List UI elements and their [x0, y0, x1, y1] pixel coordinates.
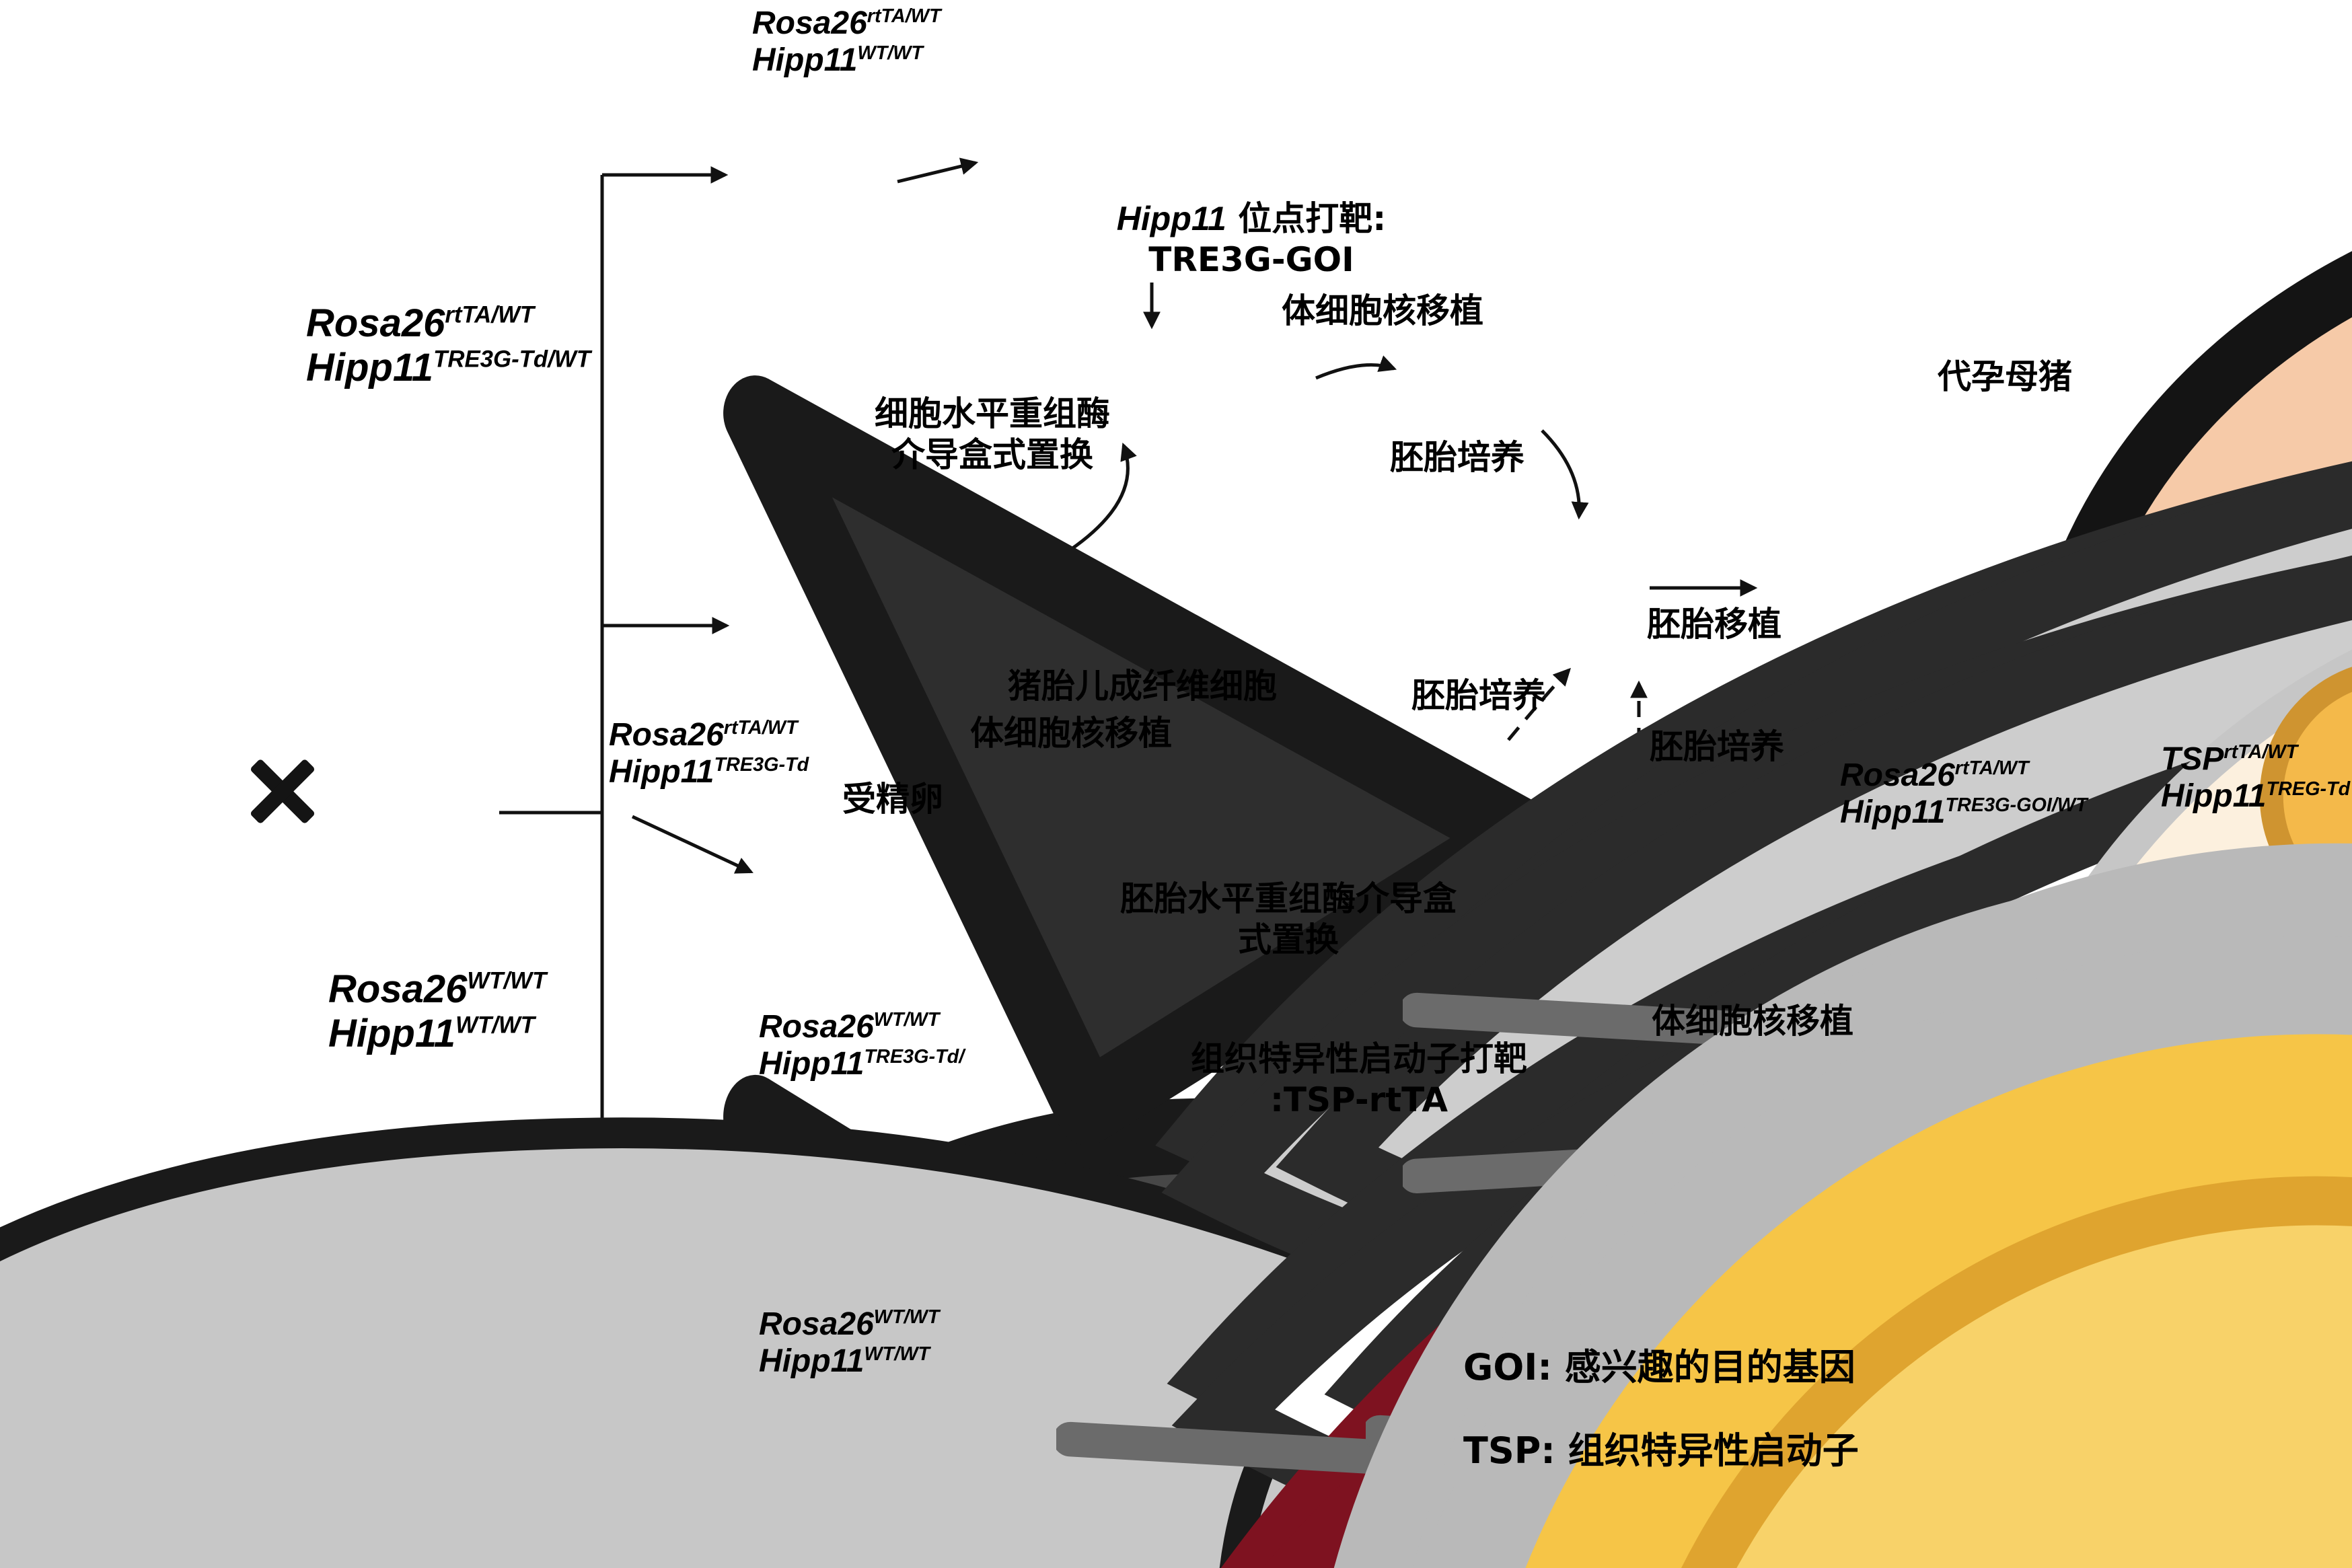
genotype-fetus1: Rosa26rtTA/WT Hipp11WT/WT	[752, 5, 941, 79]
genotype-line: TSPrtTA/WT	[2161, 741, 2298, 777]
label-hipp11-targeting: Hipp11 位点打靶: TRE3G-GOI	[1090, 198, 1413, 281]
genotype-fetus4: Rosa26WT/WT Hipp11WT/WT	[759, 1306, 939, 1380]
genotype-line: Rosa26rtTA/WT	[306, 301, 535, 345]
genotype-fetus2: Rosa26rtTA/WT Hipp11TRE3G-Td	[609, 717, 809, 790]
label-embryo-culture-top: 胚胎培养	[1390, 438, 1524, 477]
label-tsp-targeting: 组织特异性启动子打靶 :TSP-rtTA	[1184, 1039, 1534, 1121]
label-embryo-transfer: 胚胎移植	[1647, 605, 1781, 644]
label-fetal-fibroblasts: 猪胎儿成纤维细胞	[1008, 667, 1277, 706]
label-line: TRE3G-GOI	[1148, 240, 1354, 279]
label-scnt-mid: 体细胞核移植	[970, 714, 1172, 753]
genotype-line: Hipp11WT/WT	[328, 1012, 535, 1056]
label-line: 介导盒式置换	[891, 435, 1093, 474]
genotype-line: Rosa26WT/WT	[759, 1009, 940, 1045]
label-line: 组织特异性启动子打靶	[1191, 1039, 1527, 1078]
label-rmce-embryo-level: 胚胎水平重组酶介导盒 式置换	[1113, 879, 1463, 961]
genotype-line: Hipp11WT/WT	[752, 42, 924, 78]
label-scnt-bottom: 体细胞核移植	[1652, 1002, 1853, 1041]
genotype-piglet-gray: Rosa26rtTA/WT Hipp11TRE3G-GOI/WT	[1840, 757, 2088, 831]
genotype-line: Hipp11TRE3G-GOI/WT	[1840, 794, 2088, 830]
genotype-piglet-pink: TSPrtTA/WT Hipp11TREG-Td	[2161, 741, 2350, 815]
label-embryo-culture-right: 胚胎培养	[1650, 727, 1784, 766]
label-rmce-cell-level: 细胞水平重组酶 介导盒式置换	[868, 394, 1117, 476]
genotype-line: Rosa26rtTA/WT	[752, 5, 941, 41]
label-surrogate-sow: 代孕母猪	[1938, 357, 2072, 396]
genotype-line: Hipp11WT/WT	[759, 1343, 930, 1379]
label-fertilized-eggs: 受精卵	[842, 780, 943, 819]
label-scnt-top: 体细胞核移植	[1282, 291, 1483, 330]
genotype-line: Hipp11TRE3G-Td	[609, 753, 809, 790]
label-embryo-culture-mid: 胚胎培养	[1411, 676, 1546, 715]
cross-symbol	[249, 758, 316, 825]
genotype-line: Hipp11TRE3G-Td/	[759, 1045, 965, 1082]
genotype-parent-dark: Rosa26rtTA/WT Hipp11TRE3G-Td/WT	[306, 301, 591, 390]
genotype-line: Rosa26rtTA/WT	[1840, 757, 2029, 793]
label-line: 式置换	[1238, 920, 1339, 959]
legend-goi: GOI: 感兴趣的目的基因	[1463, 1346, 1855, 1388]
legend-tsp: TSP: 组织特异性启动子	[1463, 1429, 1859, 1472]
label-line: 胚胎水平重组酶介导盒	[1120, 879, 1457, 918]
label-line: :TSP-rtTA	[1270, 1080, 1448, 1119]
label-line: Hipp11 位点打靶:	[1116, 199, 1387, 238]
genotype-line: Rosa26WT/WT	[759, 1306, 940, 1342]
genotype-line: Rosa26WT/WT	[328, 967, 547, 1011]
label-line: 细胞水平重组酶	[875, 394, 1110, 433]
genotype-fetus3: Rosa26WT/WT Hipp11TRE3G-Td/	[759, 1009, 964, 1082]
genotype-parent-white: Rosa26WT/WT Hipp11WT/WT	[328, 967, 546, 1056]
genotype-line: Hipp11TRE3G-Td/WT	[306, 346, 591, 390]
genotype-line: Rosa26rtTA/WT	[609, 717, 798, 753]
genotype-line: Hipp11TREG-Td	[2161, 778, 2351, 814]
